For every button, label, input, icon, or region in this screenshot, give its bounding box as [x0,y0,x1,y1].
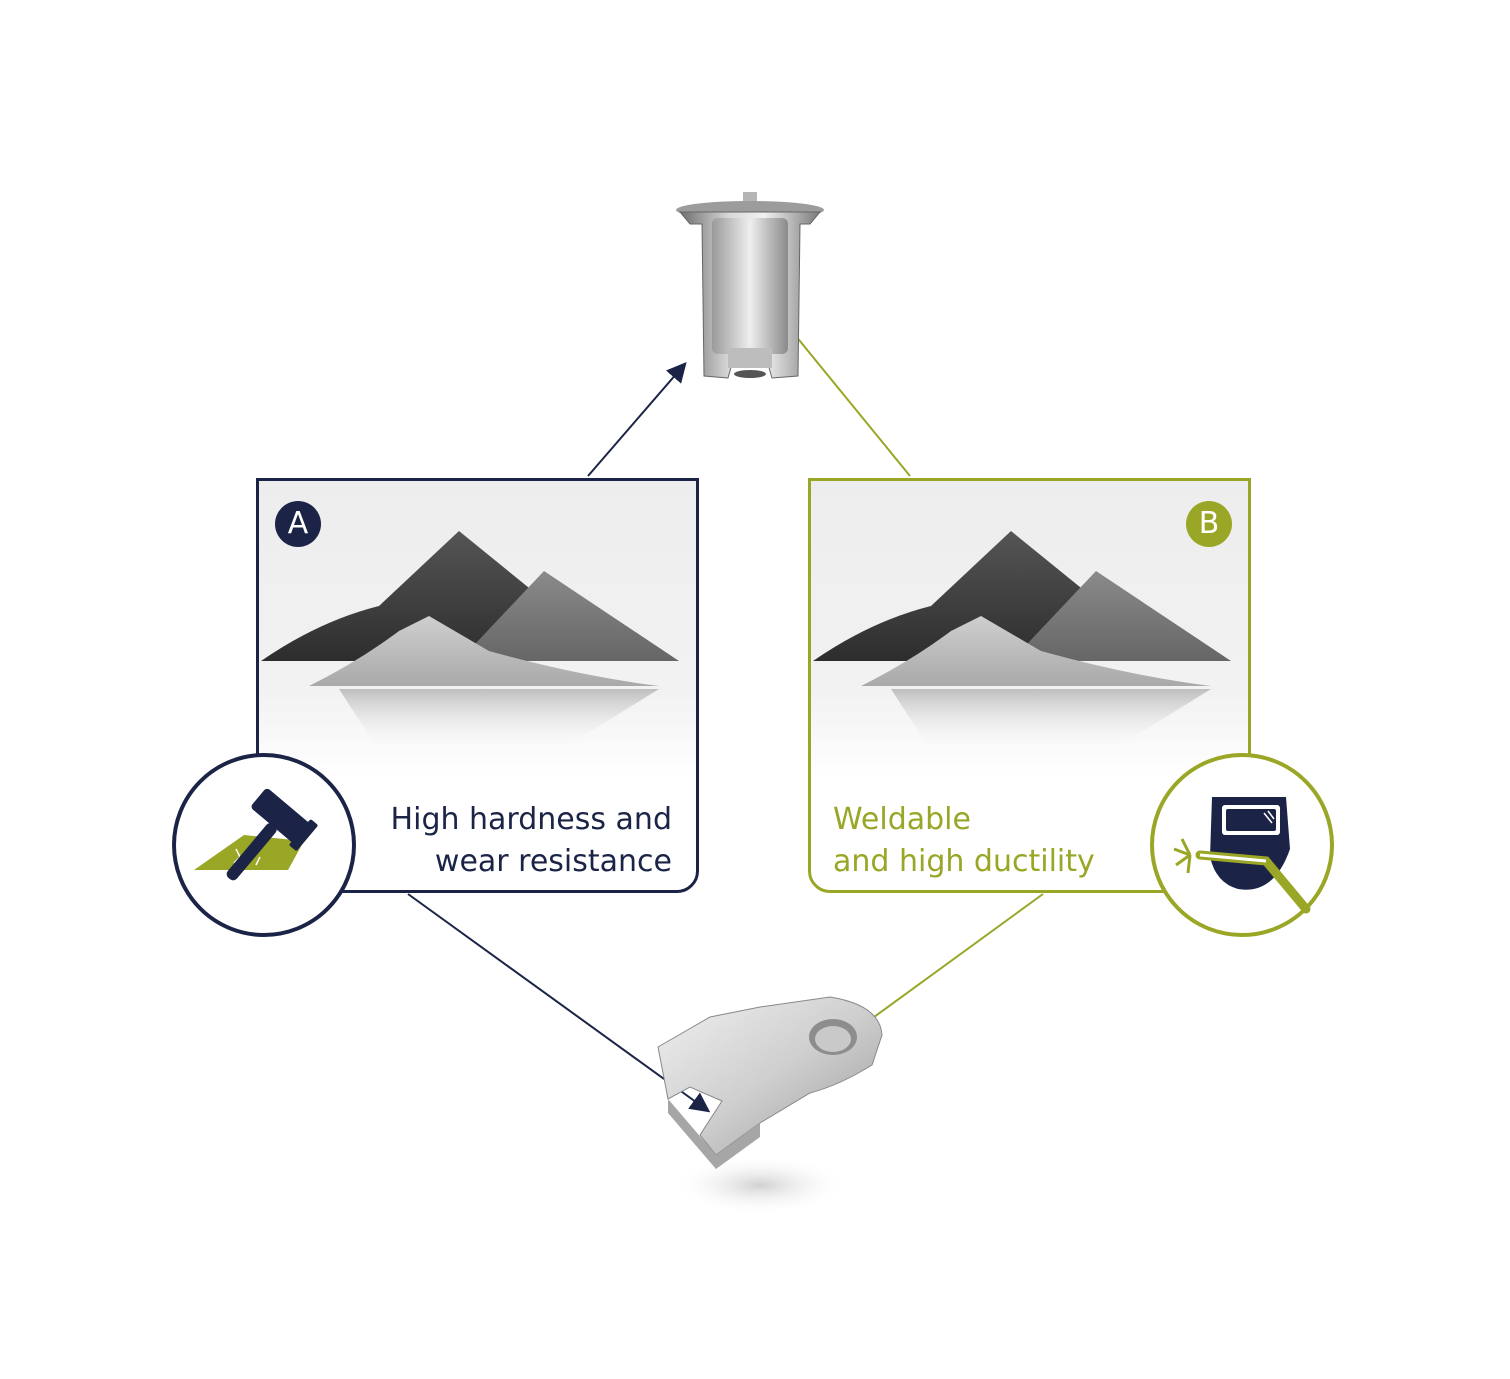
badge-b: B [1186,501,1232,547]
hammer-impact-icon [172,753,356,937]
caption-a: High hardness and wear resistance [391,799,672,883]
powder-pile-image [813,531,1231,751]
caption-b-line2: and high ductility [833,844,1095,879]
badge-a: A [275,501,321,547]
clamp-bracket-image [657,996,883,1215]
caption-a-line1: High hardness and [390,802,672,837]
panel-b: B Weldable and high ductility [808,478,1251,893]
caption-b: Weldable and high ductility [833,799,1095,883]
caption-b-line1: Weldable [833,802,971,837]
caption-a-line2: wear resistance [434,844,672,879]
powder-pile-image [261,531,679,751]
bushing-image [676,192,824,379]
welding-helmet-icon [1150,753,1334,937]
